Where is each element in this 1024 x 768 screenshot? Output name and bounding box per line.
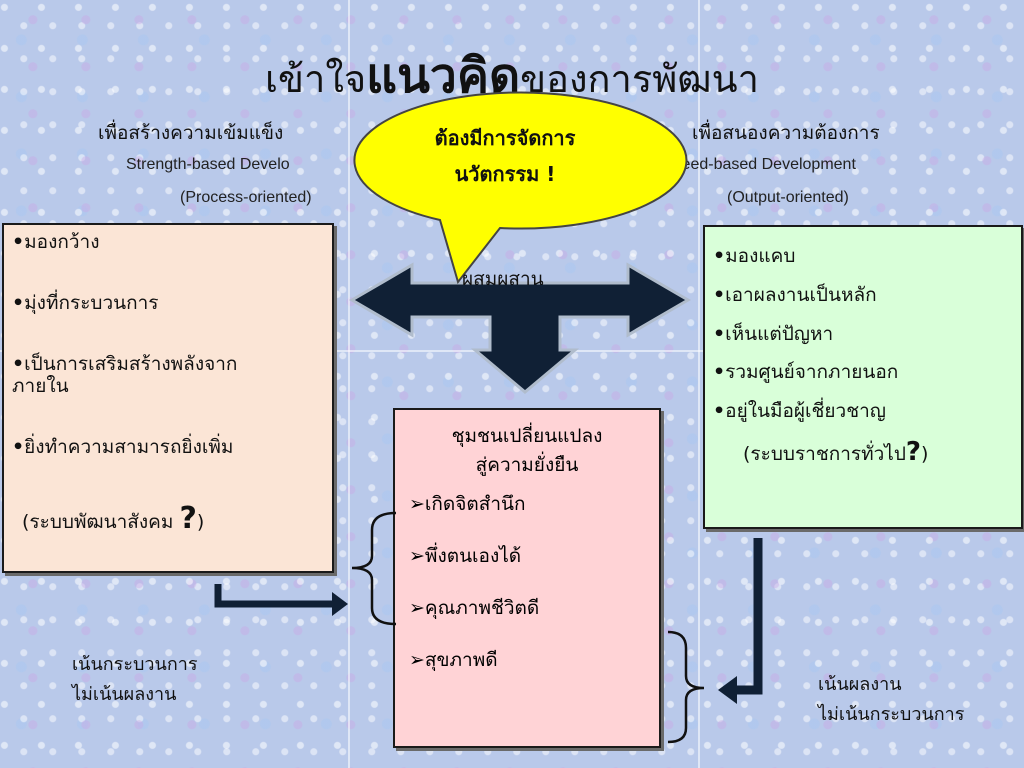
left-brace-icon: [351, 511, 397, 626]
callout-line-2: นวัตกรรม !: [454, 162, 556, 186]
right-note-line-1: เน้นผลงาน: [818, 674, 902, 695]
list-item: •มองกว้าง: [12, 231, 100, 253]
list-item: ➢เกิดจิตสำนึก: [409, 492, 526, 515]
list-item: •รวมศูนย์จากภายนอก: [713, 361, 899, 384]
right-heading: เพื่อสนองความต้องการ: [692, 122, 880, 144]
right-subtitle: Need-based Development: [670, 156, 856, 173]
left-note-line-2: ไม่เน้นผลงาน: [72, 683, 177, 705]
list-item: •เป็นการเสริมสร้างพลังจาก: [12, 352, 238, 375]
title-part-1: เข้าใจ: [265, 57, 367, 101]
callout-bubble: [353, 91, 688, 285]
list-item: ➢พึ่งตนเองได้: [409, 544, 522, 567]
right-orientation: (Output-oriented): [727, 189, 849, 206]
merge-arrow-label: ผสมผสาน: [462, 268, 544, 290]
list-item: •ยิ่งทำความสามารถยิ่งเพิ่ม: [12, 436, 234, 459]
left-note-line-1: เน้นกระบวนการ: [72, 654, 198, 675]
right-note-line-2: ไม่เน้นกระบวนการ: [818, 703, 965, 725]
right-footer-note: (ระบบราชการทั่วไป?): [743, 436, 929, 467]
sustainable-community-box: ชุมชนเปลี่ยนแปลง สู่ความยั่งยืน ➢เกิดจิต…: [393, 408, 661, 748]
left-emphasis-note: เน้นกระบวนการ ไม่เน้นผลงาน: [72, 650, 198, 709]
arrow-bullet-icon: ➢: [409, 596, 425, 619]
need-based-box: •มองแคบ •เอาผลงานเป็นหลัก •เห็นแต่ปัญหา …: [703, 225, 1023, 529]
arrow-bullet-icon: ➢: [409, 544, 425, 567]
right-connector-arrow-icon: [736, 538, 763, 695]
list-item: •มองแคบ: [713, 245, 796, 267]
right-brace-icon: [667, 630, 705, 744]
list-item: ➢คุณภาพชีวิตดี: [409, 596, 540, 619]
slide-title: เข้าใจแนวคิดของการพัฒนา: [0, 38, 1024, 114]
middle-heading-1: ชุมชนเปลี่ยนแปลง: [451, 425, 603, 447]
middle-heading-2: สู่ความยั่งยืน: [475, 454, 579, 477]
arrow-bullet-icon: ➢: [409, 492, 425, 515]
list-item: •อยู่ในมือผู้เชี่ยวชาญ: [713, 400, 886, 423]
left-connector-arrow-icon: [214, 584, 335, 608]
right-connector-arrowhead-icon: [718, 676, 737, 704]
strength-based-box: •มองกว้าง •มุ่งที่กระบวนการ •เป็นการเสริ…: [2, 223, 334, 573]
right-emphasis-note: เน้นผลงาน ไม่เน้นกระบวนการ: [818, 670, 964, 729]
list-item: ➢สุขภาพดี: [409, 648, 498, 671]
arrow-bullet-icon: ➢: [409, 648, 425, 671]
callout-line-1: ต้องมีการจัดการ: [434, 126, 576, 150]
list-item: •มุ่งที่กระบวนการ: [12, 291, 159, 314]
left-connector-arrowhead-icon: [332, 592, 348, 616]
list-item: •เอาผลงานเป็นหลัก: [713, 283, 877, 306]
callout-text: ต้องมีการจัดการ นวัตกรรม !: [380, 120, 630, 192]
left-footer-note: (ระบบพัฒนาสังคม ?): [22, 500, 205, 536]
left-subtitle: Strength-based Develo: [126, 156, 290, 173]
list-item: •เห็นแต่ปัญหา: [713, 322, 834, 345]
left-heading: เพื่อสร้างความเข้มแข็ง: [98, 122, 284, 144]
list-item-continued: ภายใน: [12, 375, 69, 398]
merge-arrow-icon: [349, 262, 691, 394]
left-orientation: (Process-oriented): [180, 189, 312, 206]
